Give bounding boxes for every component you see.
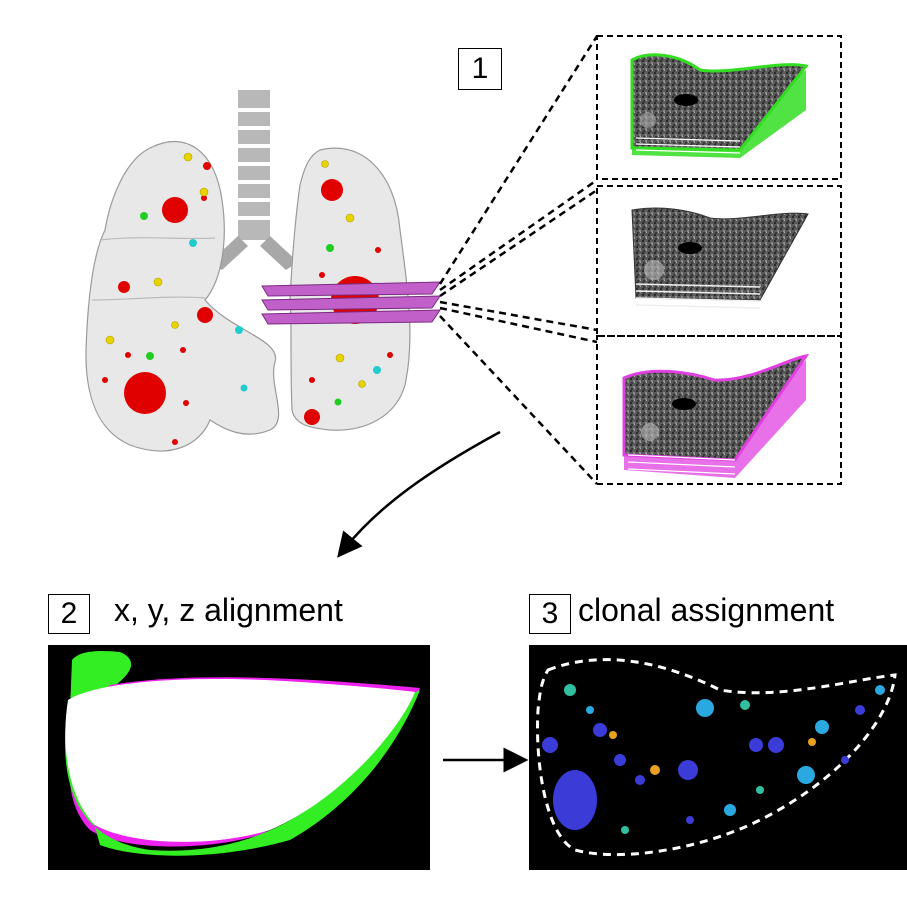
- step-2-label: x, y, z alignment: [114, 592, 343, 628]
- yellow-markers: [105, 152, 366, 388]
- ct-slice-panels: [596, 35, 842, 485]
- dashed-connectors: [438, 35, 599, 485]
- cyan-markers: [189, 239, 381, 392]
- ct-panel-bottom: [596, 335, 842, 485]
- step-3-number: 3: [541, 597, 559, 630]
- clone-blobs: [542, 684, 885, 834]
- step-1-badge: 1: [458, 48, 502, 90]
- ct-panel-top: [596, 35, 842, 180]
- ct-slice-stack-grey-icon: [631, 207, 809, 309]
- ct-slice-stack-green-icon: [630, 53, 809, 158]
- step-2-number: 2: [60, 597, 78, 630]
- ct-slice-stack-magenta-icon: [622, 354, 810, 478]
- clonal-assignment-panel: [529, 645, 907, 870]
- step-1-number: 1: [471, 52, 489, 85]
- step-3-badge: 3: [529, 594, 571, 634]
- curved-arrow-icon: [337, 430, 501, 558]
- right-lung-icon: [85, 140, 280, 452]
- alignment-panel: [48, 645, 430, 870]
- step-2-badge: 2: [48, 594, 90, 634]
- step-3-label: clonal assignment: [578, 592, 835, 628]
- green-markers: [140, 212, 342, 406]
- tissue-slab-icon: [261, 281, 441, 325]
- lung-illustration-icon: [85, 90, 441, 452]
- trachea-icon: [210, 90, 298, 270]
